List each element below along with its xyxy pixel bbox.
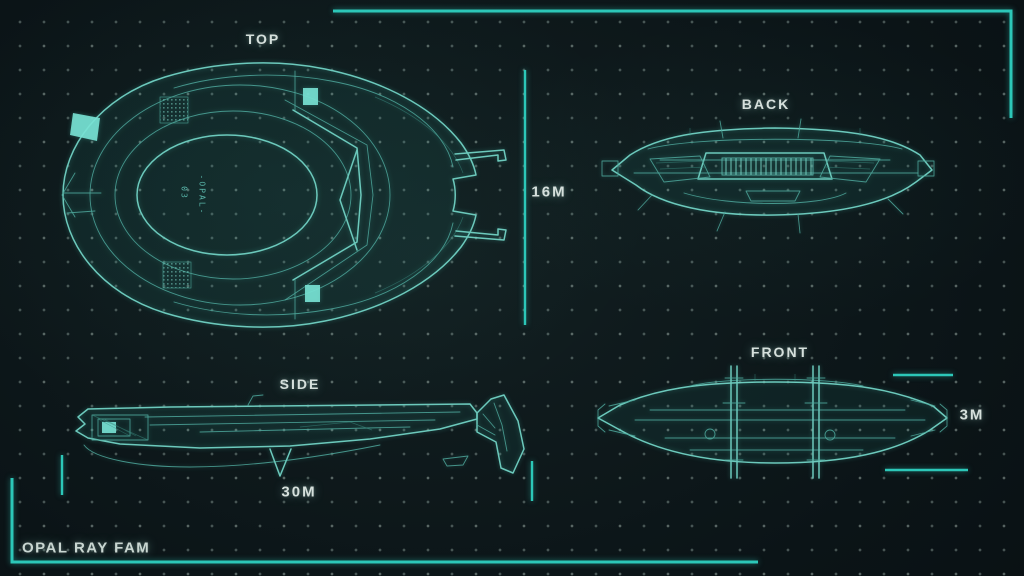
dimension-label-height: 3M [959, 406, 985, 424]
side-view-drawing [75, 394, 525, 477]
hull-marking-name: -OPAL- [197, 174, 207, 216]
view-label-top: TOP [245, 31, 281, 47]
front-view-drawing [597, 365, 948, 479]
back-view-drawing [601, 118, 935, 234]
top-view-drawing [61, 62, 507, 328]
hull-marking-number: 03 [179, 186, 189, 200]
view-label-front: FRONT [750, 344, 810, 360]
dimension-label-length: 30M [281, 483, 317, 501]
frame-brackets [10, 9, 1013, 564]
view-label-side: SIDE [279, 376, 321, 392]
view-label-back: BACK [741, 96, 791, 112]
dimension-lines [60, 70, 968, 501]
bottom-left-frame-bracket [10, 478, 758, 564]
dimension-label-width: 16M [531, 183, 567, 201]
ship-name-label: OPAL RAY FAM [22, 539, 151, 557]
dim-ticks-3m [885, 373, 968, 472]
dim-ticks-30m [60, 455, 534, 501]
top-right-frame-bracket [333, 9, 1013, 118]
